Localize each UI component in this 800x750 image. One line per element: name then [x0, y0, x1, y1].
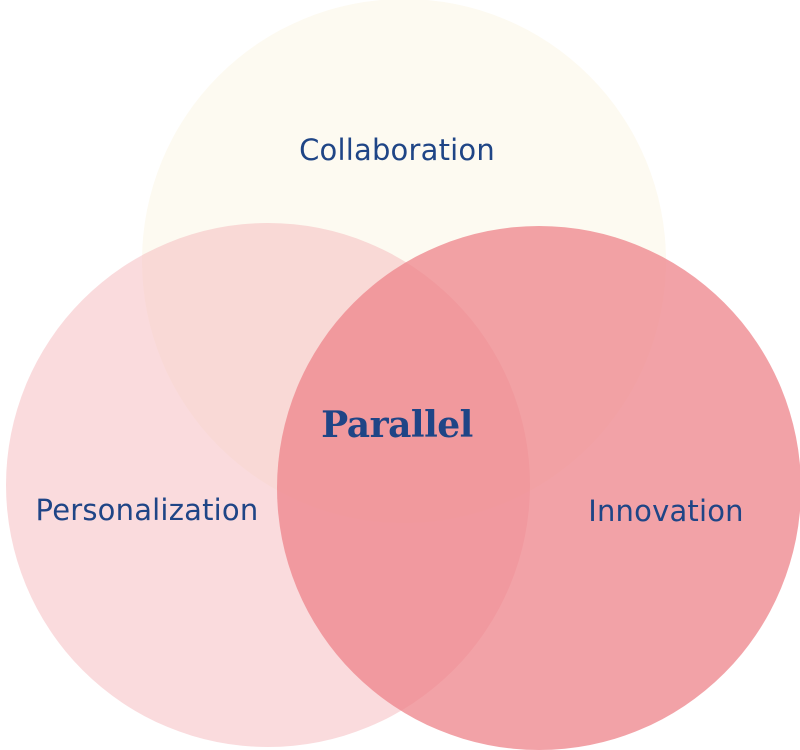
circle-innovation	[277, 226, 800, 750]
label-personalization: Personalization	[35, 493, 259, 527]
label-center-parallel: Parallel	[321, 404, 473, 446]
label-innovation: Innovation	[588, 494, 744, 528]
label-collaboration: Collaboration	[299, 133, 495, 167]
